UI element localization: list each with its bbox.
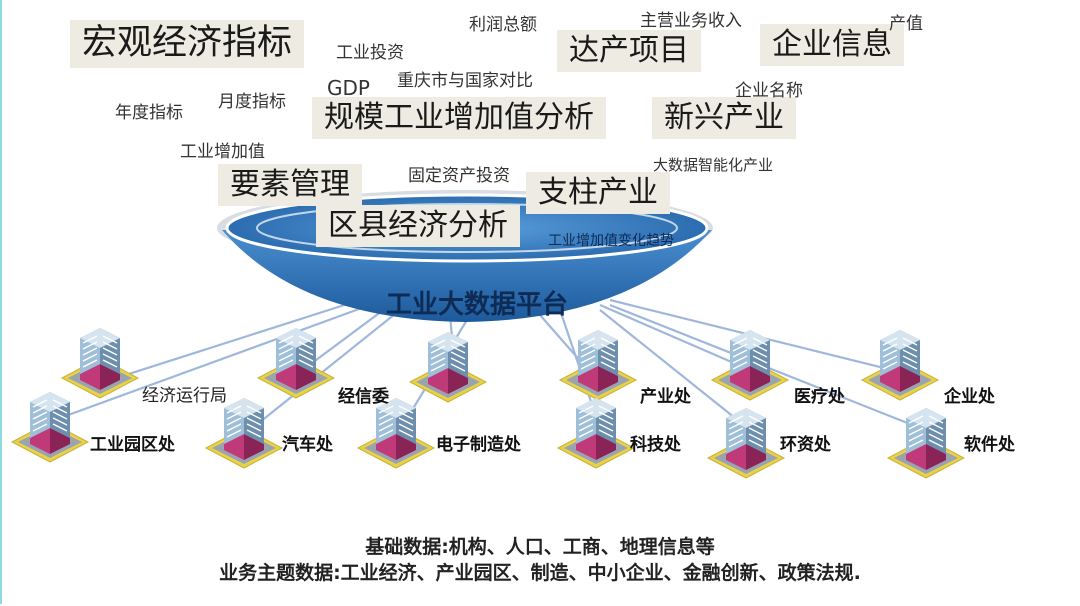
dept-environment: 环资处	[780, 435, 831, 455]
kw-gdp: GDP	[327, 76, 370, 100]
dept-auto: 汽车处	[282, 435, 333, 455]
tag-enterprise-info: 企业信息	[760, 24, 904, 66]
dept-tech: 科技处	[630, 435, 681, 455]
dept-software: 软件处	[964, 435, 1015, 455]
kw-industrial-investment: 工业投资	[336, 43, 404, 63]
building-icon-environment	[707, 407, 785, 479]
trend-label: 工业增加值变化趋势	[548, 233, 674, 249]
dept-medical: 医疗处	[794, 387, 845, 407]
kw-chongqing-compare: 重庆市与国家对比	[397, 71, 533, 91]
building-icon-industry-park	[11, 391, 89, 463]
dept-commission: 经信委	[338, 387, 389, 407]
dept-industry-park: 工业园区处	[90, 435, 175, 455]
bottom-line-basic-data: 基础数据:机构、人口、工商、地理信息等	[365, 536, 715, 558]
bottom-line-business-data: 业务主题数据:工业经济、产业园区、制造、中小企业、金融创新、政策法规.	[219, 562, 861, 584]
building-icon-auto	[205, 397, 283, 469]
building-icon-commission	[257, 327, 335, 399]
building-icon-tech	[557, 397, 635, 469]
building-icon-electronics	[357, 397, 435, 469]
tag-macro-indicators: 宏观经济指标	[70, 20, 305, 68]
tag-industry-value-analysis: 规模工业增加值分析	[312, 97, 606, 139]
tag-district-analysis: 区县经济分析	[316, 205, 520, 247]
kw-big-data: 大数据智能化产业	[653, 156, 774, 174]
kw-company-name: 企业名称	[735, 81, 803, 101]
platform-title: 工业大数据平台	[386, 290, 569, 320]
kw-profit: 利润总额	[469, 15, 537, 35]
kw-monthly: 月度指标	[218, 92, 286, 112]
building-icon-software	[887, 407, 965, 479]
tag-production-projects: 达产项目	[557, 30, 701, 72]
dept-economic-bureau: 经济运行局	[142, 386, 227, 406]
kw-added-value: 工业增加值	[180, 142, 265, 162]
dept-electronics: 电子制造处	[436, 435, 521, 455]
building-icon-economic-bureau	[61, 327, 139, 399]
dept-enterprise: 企业处	[944, 387, 995, 407]
kw-output: 产值	[889, 14, 923, 34]
building-icon-electronics-top	[409, 331, 487, 403]
kw-revenue: 主营业务收入	[640, 11, 742, 31]
tag-emerging-industry: 新兴产业	[652, 97, 796, 139]
kw-fixed-investment: 固定资产投资	[408, 166, 510, 186]
kw-annual: 年度指标	[115, 103, 183, 123]
tag-factor-management: 要素管理	[218, 164, 362, 206]
tag-pillar-industry: 支柱产业	[526, 172, 670, 214]
dept-industry: 产业处	[640, 387, 691, 407]
